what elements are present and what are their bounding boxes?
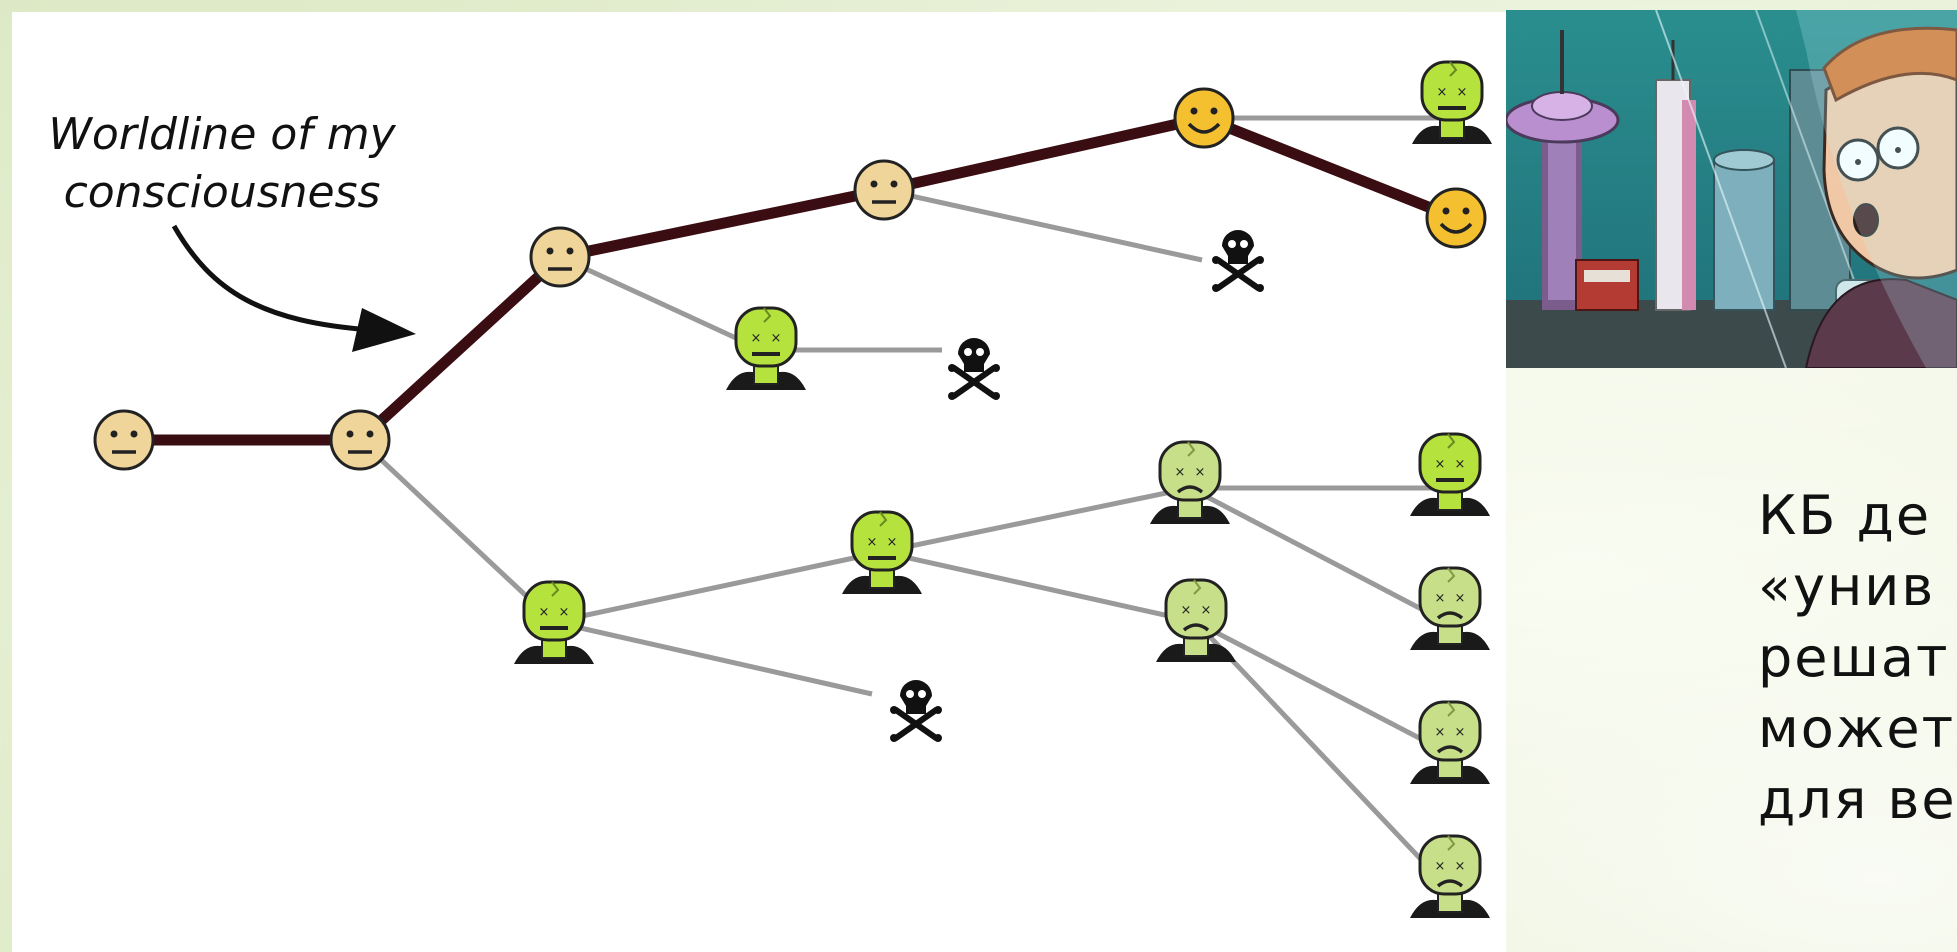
arrow-head xyxy=(352,308,416,352)
slide-text-block: КБ де «унив решат может для ве xyxy=(1758,480,1957,835)
branching-tree: × × × × xyxy=(93,60,1494,920)
slide-text-line: для ве xyxy=(1758,768,1957,831)
quantum-immortality-diagram: Worldline of my consciousness xyxy=(12,12,1506,952)
slide-text-line: может xyxy=(1758,697,1956,760)
worldline-caption: Worldline of my consciousness xyxy=(48,109,396,218)
neutral-face-icon xyxy=(529,226,591,288)
neutral-face-icon xyxy=(329,409,391,471)
slide-text-line: решат xyxy=(1758,626,1950,689)
sad-zombie-icon xyxy=(1408,566,1492,652)
zombie-icon xyxy=(840,510,924,596)
slide-text-line: «унив xyxy=(1758,555,1936,618)
neutral-face-icon xyxy=(853,159,915,221)
neutral-face-icon xyxy=(93,409,155,471)
zombie-icon xyxy=(1410,60,1494,146)
sad-zombie-icon xyxy=(1154,578,1238,664)
slide-text-line: КБ де xyxy=(1758,484,1932,547)
sad-zombie-icon xyxy=(1408,834,1492,920)
zombie-icon xyxy=(512,580,596,666)
caption-arrow xyxy=(171,224,373,333)
skull-icon xyxy=(948,338,1000,400)
skull-icon xyxy=(1212,230,1264,292)
branch-lines xyxy=(358,115,1452,892)
sad-zombie-icon xyxy=(1408,700,1492,786)
sad-zombie-icon xyxy=(1148,440,1232,526)
worldline-path xyxy=(124,112,1459,446)
skull-icon xyxy=(890,680,942,742)
zombie-icon xyxy=(1408,432,1492,518)
cartoon-illustration xyxy=(1506,10,1957,368)
zombie-icon xyxy=(724,306,808,392)
happy-face-icon xyxy=(1425,187,1487,249)
happy-face-icon xyxy=(1173,87,1235,149)
